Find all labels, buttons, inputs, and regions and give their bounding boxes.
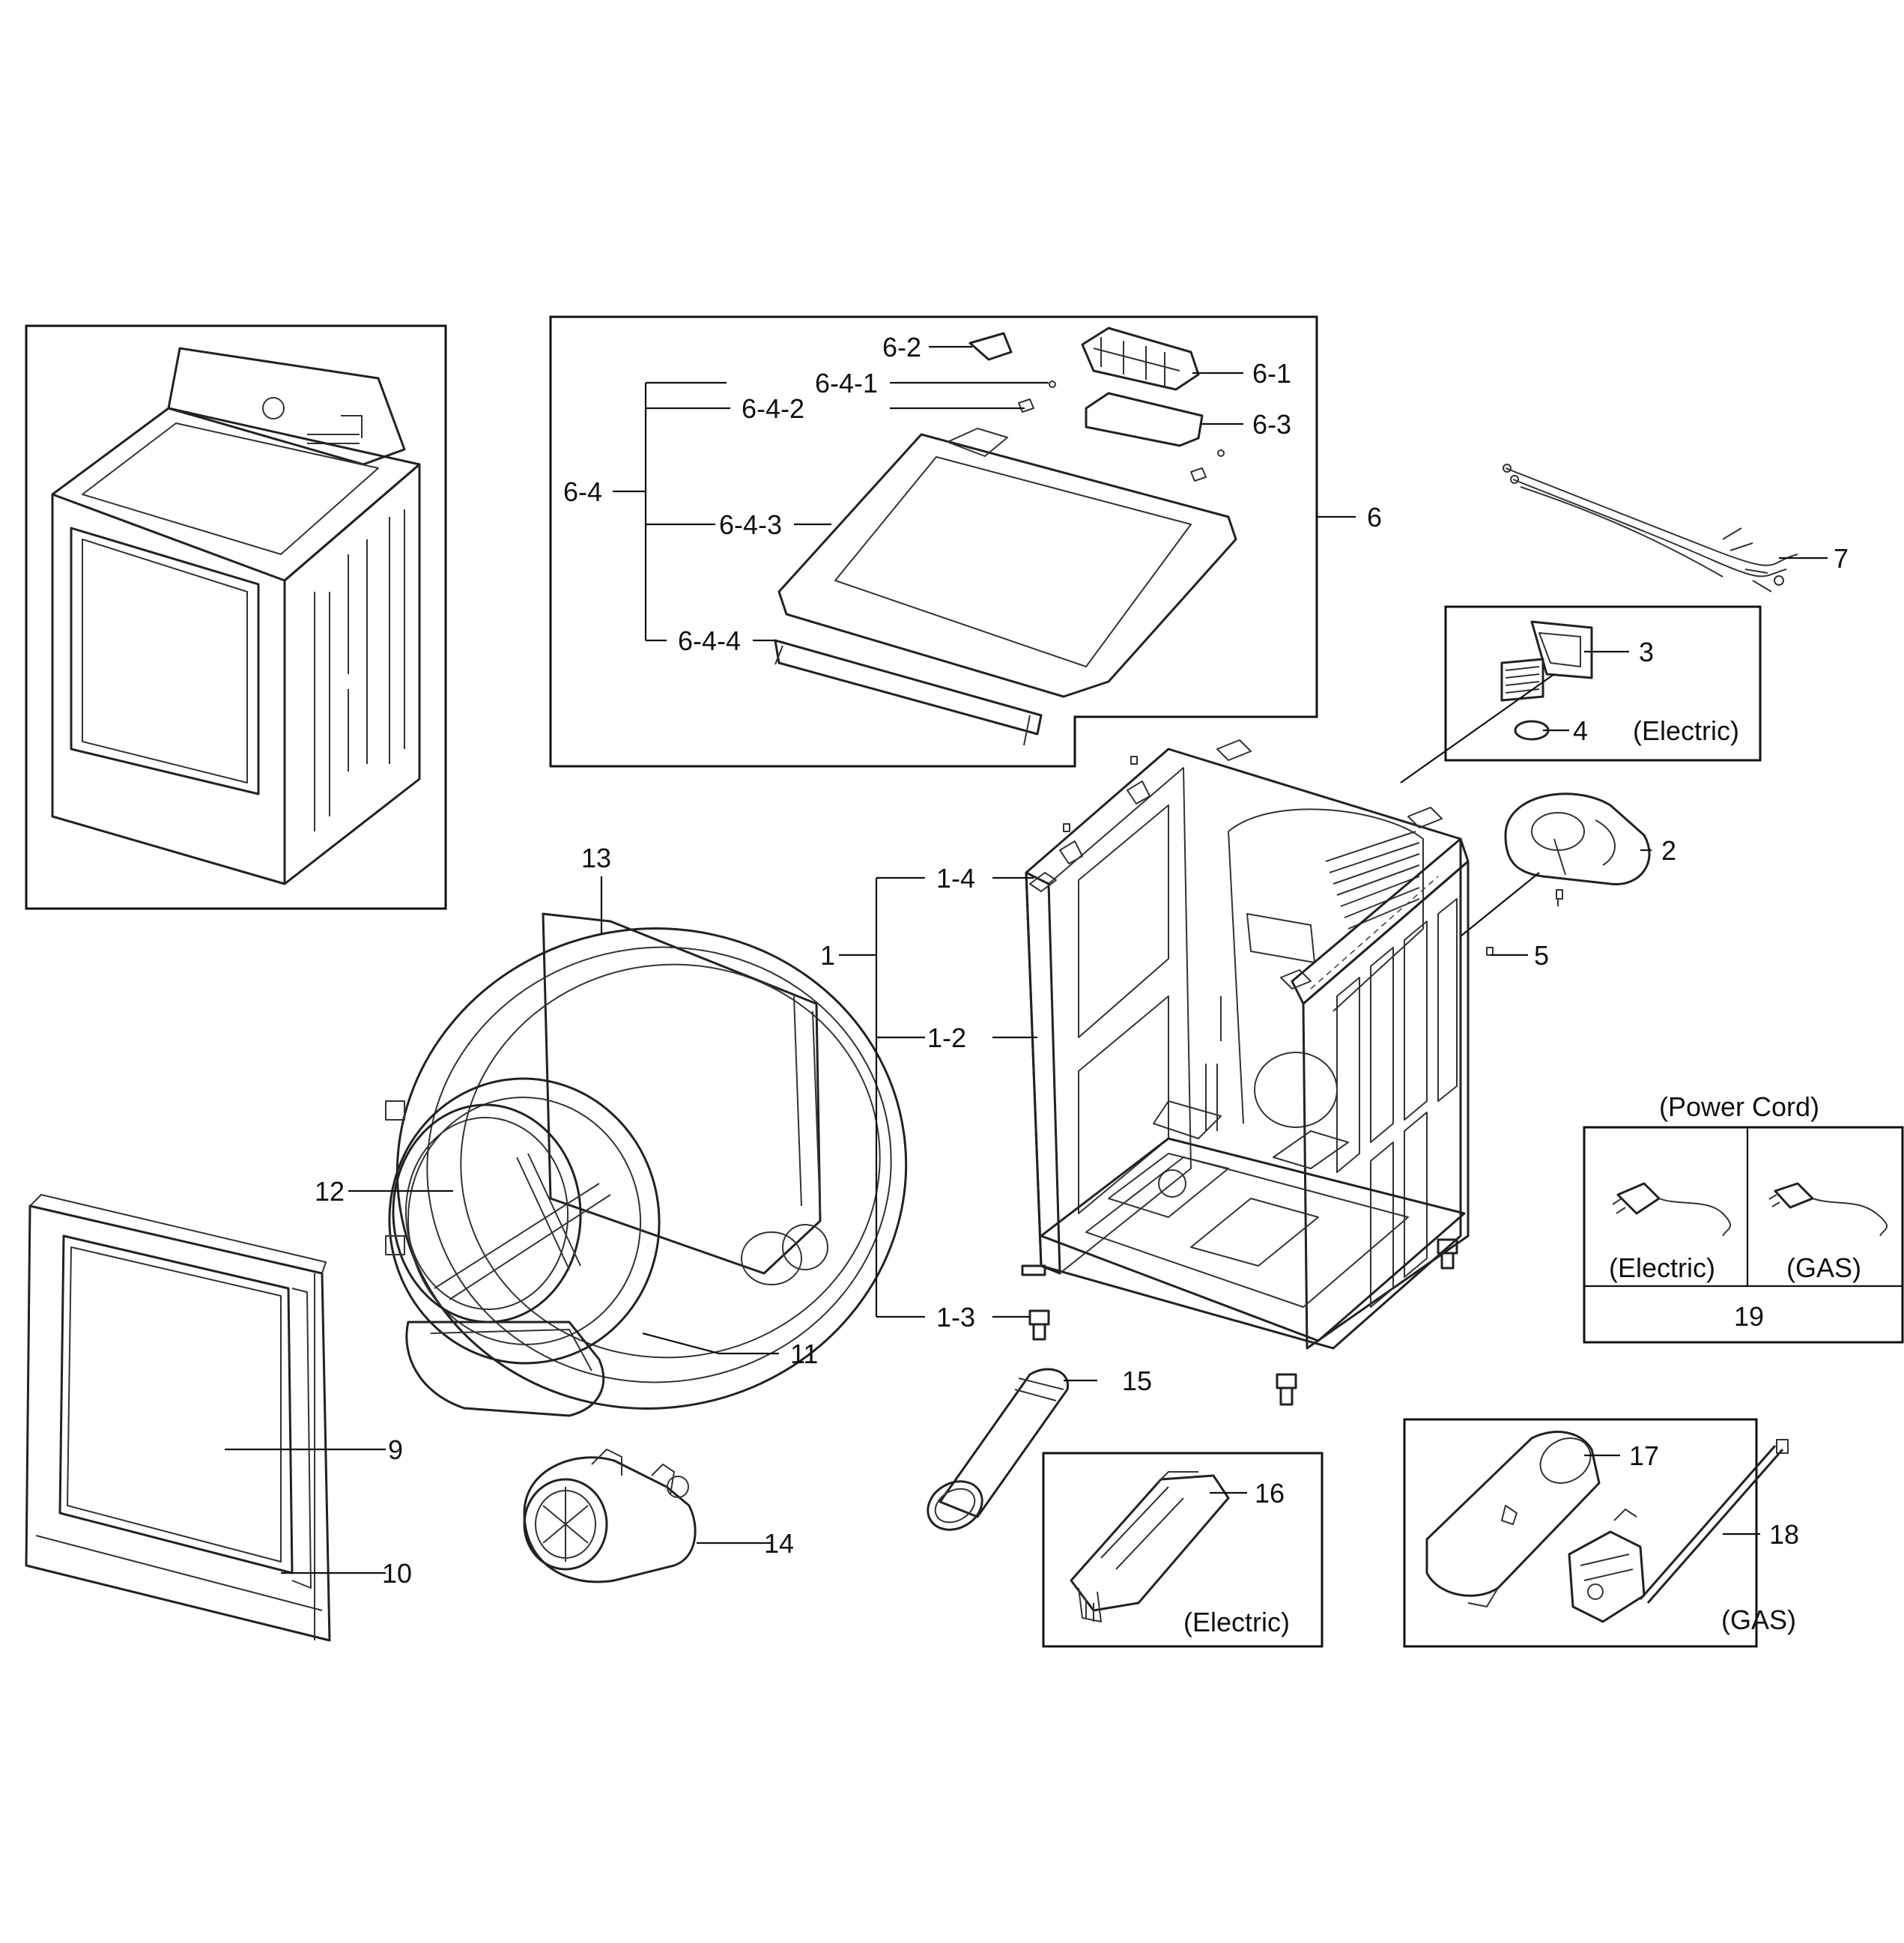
callout-labels: 6-2 6-1 6-4-1 6-4-2 6-3 6-4 6 6-4-3 6-4-… (315, 332, 1861, 1637)
exhaust-duct (927, 1368, 1069, 1531)
rear-duct-parts (1400, 673, 1651, 956)
label-6-4-2: 6-4-2 (742, 393, 804, 424)
label-18: 18 (1769, 1519, 1799, 1550)
caption-electric-filter: (Electric) (1633, 715, 1739, 746)
gas-burner-box (1403, 1418, 1789, 1648)
drum-assembly (385, 912, 908, 1417)
label-4: 4 (1573, 715, 1588, 746)
label-6-3: 6-3 (1252, 409, 1291, 440)
blower-housing (523, 1449, 697, 1583)
label-1: 1 (820, 940, 835, 971)
electric-heater-box (1042, 1452, 1324, 1648)
label-6-1: 6-1 (1252, 358, 1291, 389)
power-cord-box (1583, 1126, 1904, 1344)
label-3: 3 (1639, 637, 1654, 667)
label-15: 15 (1122, 1365, 1152, 1396)
label-7: 7 (1834, 543, 1849, 574)
label-6: 6 (1367, 502, 1382, 533)
label-11: 11 (790, 1339, 818, 1369)
caption-gas-burner: (GAS) (1721, 1604, 1796, 1635)
assembled-dryer-view (25, 324, 447, 910)
label-9: 9 (388, 1434, 403, 1465)
label-12: 12 (315, 1176, 345, 1207)
label-17: 17 (1629, 1440, 1659, 1471)
label-1-2: 1-2 (927, 1022, 966, 1053)
label-1-3: 1-3 (936, 1302, 975, 1333)
caption-cord-electric: (Electric) (1609, 1252, 1715, 1283)
cabinet (1021, 739, 1470, 1406)
label-5: 5 (1534, 940, 1549, 971)
wire-harness (1503, 464, 1798, 592)
label-6-4: 6-4 (563, 476, 602, 507)
lint-filter-box (1444, 605, 1762, 762)
label-1-4: 1-4 (936, 863, 975, 894)
label-19: 19 (1734, 1301, 1764, 1332)
label-13: 13 (581, 843, 611, 873)
label-6-2: 6-2 (882, 332, 921, 363)
label-14: 14 (764, 1528, 794, 1559)
label-10: 10 (382, 1558, 412, 1589)
label-6-4-4: 6-4-4 (678, 625, 741, 656)
caption-electric-heater: (Electric) (1183, 1607, 1290, 1637)
label-16: 16 (1255, 1478, 1285, 1509)
label-2: 2 (1661, 835, 1676, 866)
caption-power-cord: (Power Cord) (1659, 1091, 1819, 1122)
caption-cord-gas: (GAS) (1786, 1252, 1861, 1283)
leader-lines (225, 345, 1828, 1574)
top-cover-assembly (549, 315, 1318, 768)
label-6-4-1: 6-4-1 (815, 368, 878, 398)
label-6-4-3: 6-4-3 (719, 509, 782, 540)
